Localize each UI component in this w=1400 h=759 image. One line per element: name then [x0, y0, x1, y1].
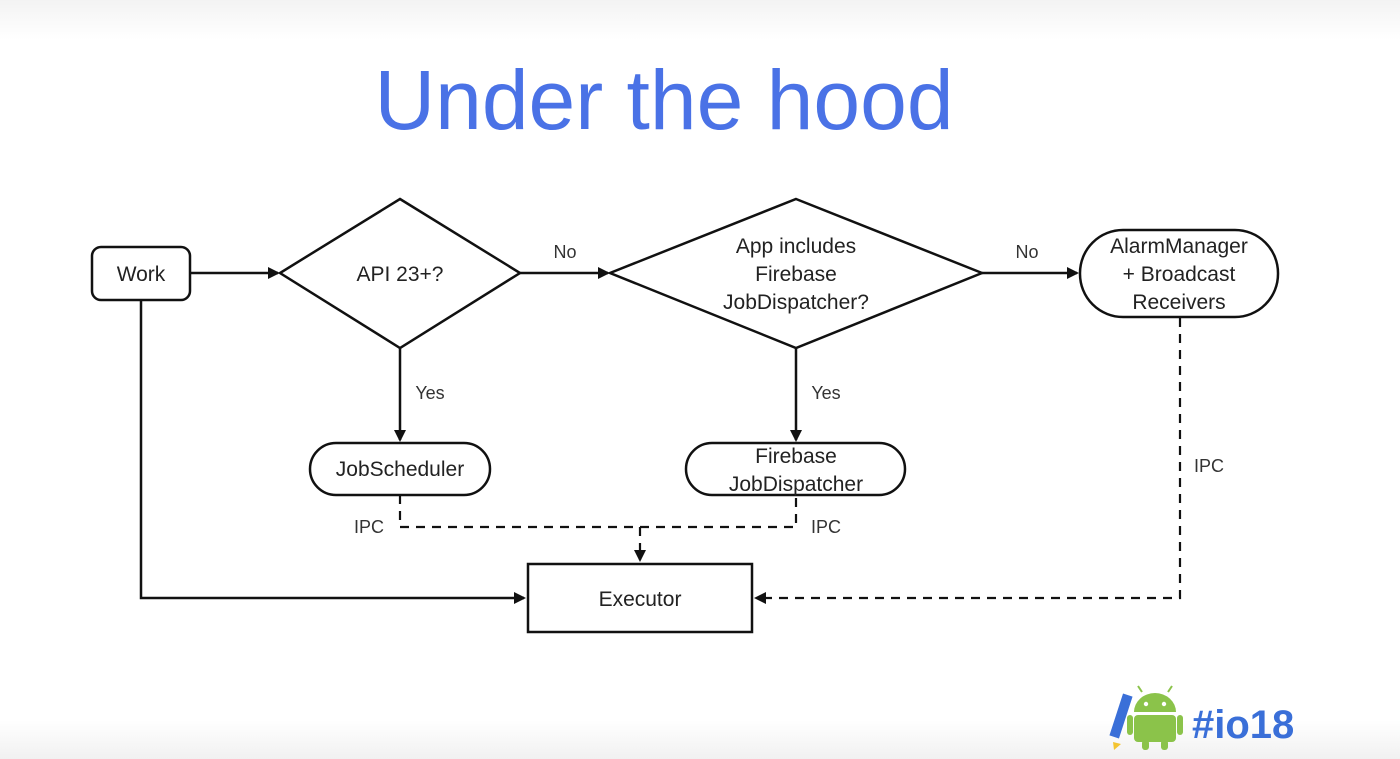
- alarm-line-2: + Broadcast: [1123, 263, 1236, 286]
- node-api-decision: API 23+?: [277, 197, 523, 350]
- firebase-q-line-1: App includes: [736, 235, 856, 258]
- svg-text:Executor: Executor: [599, 588, 682, 611]
- node-firebase-jobdispatcher: Firebase JobDispatcher: [684, 441, 907, 497]
- svg-text:JobScheduler: JobScheduler: [336, 458, 464, 481]
- firebase-q-line-3: JobDispatcher?: [723, 291, 869, 314]
- edge-ipc-merge: [398, 495, 798, 529]
- node-work: Work: [90, 245, 192, 302]
- firebase-jd-line-2: JobDispatcher: [729, 473, 863, 496]
- firebase-jd-line-1: Firebase: [755, 445, 837, 468]
- label-ipc-jobscheduler: IPC: [354, 517, 384, 537]
- label-yes-firebase: Yes: [811, 383, 840, 403]
- label-ipc-alarm: IPC: [1194, 456, 1224, 476]
- svg-text:Work: Work: [117, 263, 166, 286]
- label-no-firebase: No: [1015, 242, 1038, 262]
- node-alarmmanager: AlarmManager + Broadcast Receivers: [1078, 228, 1280, 319]
- pencil-icon: [1109, 693, 1133, 750]
- io18-logo: #io18: [1109, 685, 1294, 750]
- android-icon: [1127, 685, 1183, 750]
- label-no-api: No: [553, 242, 576, 262]
- edge-work-to-executor: [139, 300, 526, 604]
- svg-text:API 23+?: API 23+?: [357, 263, 444, 286]
- label-yes-api: Yes: [415, 383, 444, 403]
- edge-alarm-ipc: [754, 318, 1182, 604]
- node-executor: Executor: [526, 562, 754, 634]
- node-firebase-decision: App includes Firebase JobDispatcher?: [606, 197, 986, 350]
- hashtag-logo-text: #io18: [1192, 703, 1294, 747]
- slide-title: Under the hood: [374, 53, 954, 147]
- label-ipc-firebase: IPC: [811, 517, 841, 537]
- alarm-line-3: Receivers: [1132, 291, 1225, 314]
- alarm-line-1: AlarmManager: [1110, 235, 1248, 258]
- node-jobscheduler: JobScheduler: [308, 441, 492, 497]
- firebase-q-line-2: Firebase: [755, 263, 837, 286]
